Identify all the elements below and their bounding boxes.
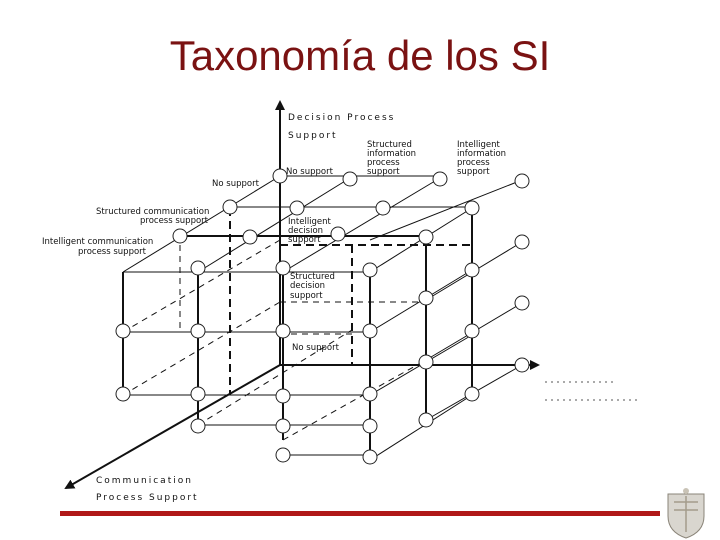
svg-text:Intelligent: Intelligent	[288, 217, 332, 227]
svg-text:Structured: Structured	[290, 272, 335, 282]
svg-text:process support: process support	[140, 216, 209, 226]
svg-text:support: support	[367, 167, 400, 177]
grid-nodes	[115, 168, 530, 465]
comm-level-structured: Structured communication process support	[96, 207, 209, 226]
svg-text:Structured communication: Structured communication	[96, 207, 209, 217]
slide-title: Taxonomía de los SI	[169, 32, 551, 79]
svg-text:Structured: Structured	[367, 140, 412, 150]
communication-axis-label: Communication Process Support	[96, 476, 199, 503]
svg-text:process: process	[457, 158, 490, 168]
svg-text:support: support	[457, 167, 490, 177]
svg-text:decision: decision	[290, 281, 325, 291]
university-crest-icon	[667, 488, 705, 539]
svg-text:Intelligent communication: Intelligent communication	[42, 237, 153, 247]
decision-level-no-support-top: No support	[286, 167, 334, 177]
svg-text:Intelligent: Intelligent	[457, 140, 501, 150]
svg-text:support: support	[290, 291, 323, 301]
footer-bar	[60, 511, 660, 516]
decision-axis-label: Decision Process Support	[288, 113, 395, 141]
info-level-structured: Structured information process support	[367, 140, 416, 177]
decision-level-no-support-bottom: No support	[292, 343, 340, 353]
svg-text:support: support	[288, 235, 321, 245]
decision-level-structured: Structured decision support	[290, 272, 335, 301]
info-level-intelligent: Intelligent information process support	[457, 140, 506, 177]
svg-text:Communication: Communication	[96, 476, 193, 486]
svg-text:process support: process support	[78, 247, 147, 257]
decision-level-intelligent: Intelligent decision support	[288, 217, 332, 245]
comm-level-no-support: No support	[212, 179, 260, 189]
top-grid	[122, 175, 472, 273]
svg-text:Process Support: Process Support	[96, 493, 199, 503]
svg-text:process: process	[367, 158, 400, 168]
communication-axis	[64, 364, 281, 489]
right-grid	[369, 179, 523, 461]
svg-text:information: information	[457, 149, 506, 159]
hidden-grid	[122, 208, 472, 441]
comm-level-intelligent: Intelligent communication process suppor…	[42, 237, 153, 257]
svg-text:decision: decision	[288, 226, 323, 236]
svg-text:Support: Support	[288, 131, 338, 141]
svg-text:Decision Process: Decision Process	[288, 113, 395, 123]
svg-text:information: information	[367, 149, 416, 159]
